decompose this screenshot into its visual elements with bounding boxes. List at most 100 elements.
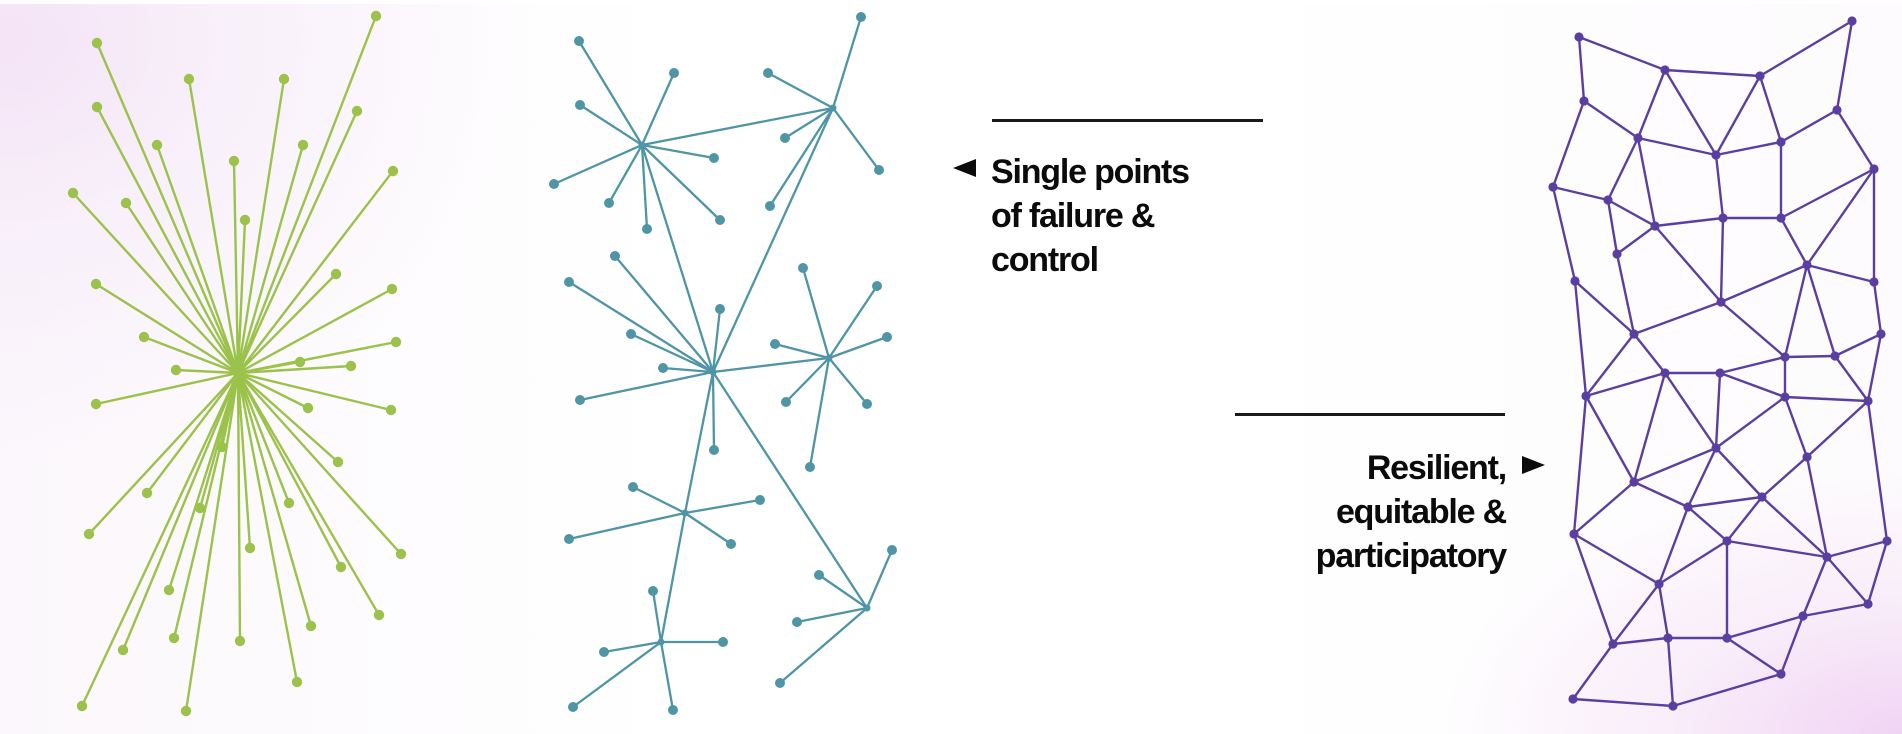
mesh-edge [1866,539,1889,606]
mesh-edge [1572,480,1636,536]
hub-node [657,638,665,646]
spoke-edge [236,371,313,628]
leaf-node [763,68,773,78]
mesh-edge [1783,354,1837,359]
hub-node [829,104,837,112]
spoke-edge [187,77,240,375]
spoke-edge [640,143,649,231]
mesh-node [1716,297,1726,307]
spoke-edge [808,356,831,469]
spoke-edge [711,370,716,452]
mesh-edge [1835,108,1876,171]
mesh-edge [1632,480,1690,509]
leaf-node [564,534,574,544]
leaf-node [170,364,182,376]
leaf-node [709,153,719,163]
mesh-edge [1760,455,1809,499]
mesh-node [1755,71,1765,81]
spoke-edge [827,284,879,360]
mesh-edge [1686,446,1718,509]
hub-link-edge [659,511,687,644]
mesh-node [1869,277,1879,287]
mesh-edge [1719,300,1787,359]
mesh-node [1574,32,1584,42]
mesh-node [1629,477,1639,487]
mesh-edge [1615,252,1636,336]
mesh-edge [1866,332,1883,403]
spoke-edge [236,371,310,410]
leaf-node [549,179,559,189]
leaf-node [564,277,574,287]
mesh-node [1722,633,1732,643]
mesh-node [1608,639,1618,649]
mesh-node [1776,137,1786,147]
leaf-node [575,395,585,405]
spoke-edge [661,366,715,374]
spoke-edge [236,371,381,617]
decentralized-network [549,12,897,715]
spoke-edge [124,201,240,375]
leaf-node [781,397,791,407]
mesh-edge [1584,332,1636,398]
leaf-node [709,445,719,455]
mesh-edge [1573,279,1588,398]
spoke-edge [236,371,291,505]
spoke-edge [236,109,359,375]
top-margin-strip [0,0,1902,4]
mesh-node [1780,392,1790,402]
mesh-node [1863,396,1873,406]
mesh-edge [1725,636,1783,676]
spoke-edge [827,335,889,360]
mesh-edge [1571,642,1615,701]
leaf-node [345,360,357,372]
mesh-edge [1714,446,1764,499]
spoke-edge [711,307,722,374]
mesh-node [1570,276,1580,286]
mesh-edge [1714,74,1762,157]
mesh-edge [1718,371,1787,399]
leaf-node [168,632,180,644]
mesh-edge [1825,539,1889,559]
leaf-node [604,198,614,208]
mesh-node [1802,452,1812,462]
spoke-edge [236,364,353,375]
spoke-edge [220,371,240,449]
mesh-edge [1606,136,1640,202]
mesh-node [1847,16,1857,26]
mesh-node [1722,536,1732,546]
mesh-edge [1825,555,1870,606]
spoke-edge [683,511,733,546]
leaf-node [373,609,385,621]
leaf-node [610,251,620,261]
spoke-edge [236,371,343,569]
spoke-edge [640,143,722,222]
leaf-node [76,700,88,712]
leaf-node [83,528,95,540]
leaf-node [216,441,228,453]
mesh-edge [1686,505,1729,543]
mesh-edge [1872,280,1883,336]
mesh-edge [1783,395,1870,403]
spoke-edge [94,282,240,375]
leaf-node [297,139,309,151]
spoke-edge [236,287,394,375]
mesh-edge [1758,74,1783,144]
mesh-edge [1657,505,1690,586]
mesh-node [1715,368,1725,378]
mesh-edge [1551,185,1577,283]
mesh-edge [1582,99,1640,140]
spoke-edge [87,371,240,536]
spoke-edge [142,335,240,375]
spoke-edge [766,71,835,110]
mesh-edge [1572,532,1661,586]
mesh-edge [1632,371,1667,484]
mesh-edge [1714,153,1725,220]
spoke-edge [577,39,644,147]
mesh-edge [1636,136,1657,228]
mesh-node [1776,213,1786,223]
mesh-edge [1653,216,1725,228]
spoke-edge [768,106,835,208]
mesh-edge [1577,35,1586,103]
spoke-edge [651,589,663,644]
mesh-edge [1719,263,1809,304]
